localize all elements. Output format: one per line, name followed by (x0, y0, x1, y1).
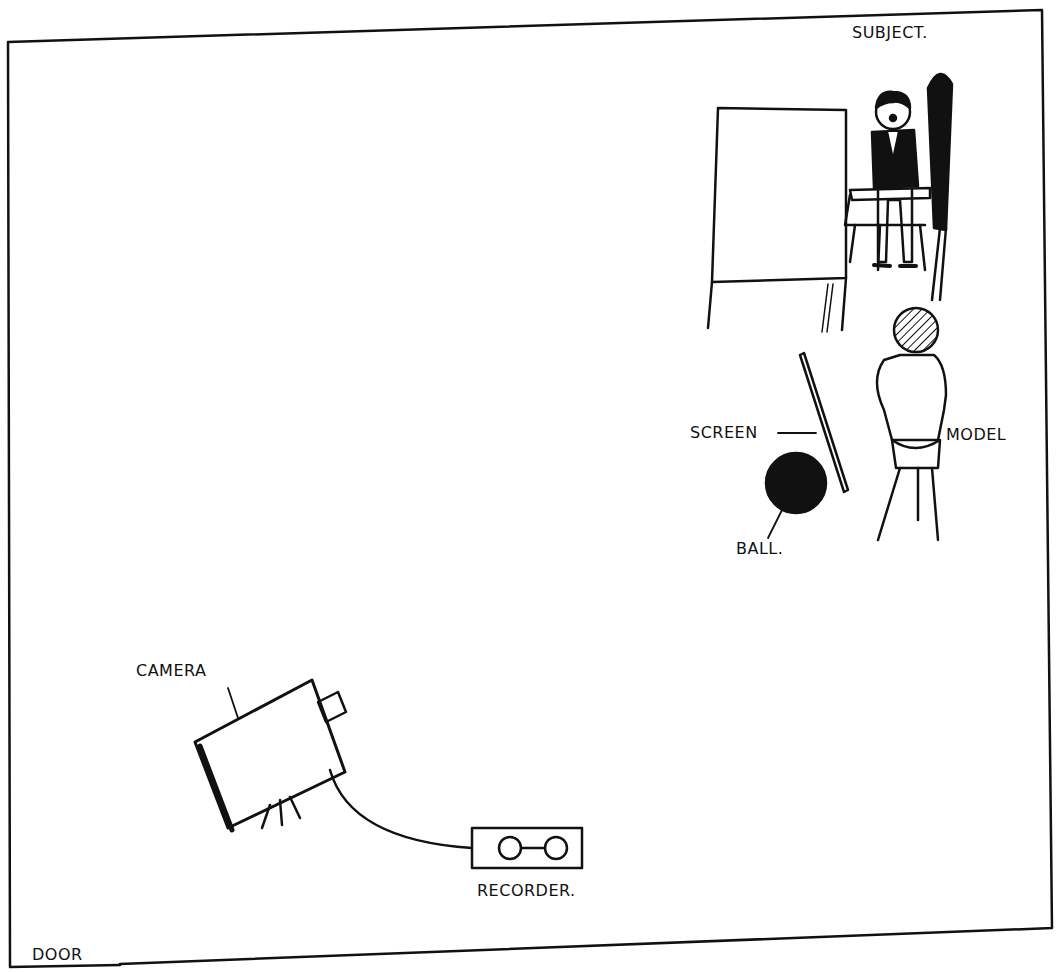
door-line (10, 965, 120, 967)
subject-chair (845, 74, 952, 300)
camera (195, 680, 346, 830)
leader-line (778, 432, 816, 434)
part-label: DOOR (32, 946, 83, 964)
part-label: MODEL (946, 426, 1006, 444)
part-label: RECORDER. (477, 882, 576, 900)
room-wall (8, 10, 1052, 966)
table (708, 108, 846, 332)
leader-line (228, 688, 238, 718)
ball (766, 453, 826, 513)
part-label: SUBJECT. (852, 24, 928, 42)
part-label: CAMERA (136, 662, 206, 680)
model-figure (877, 308, 946, 540)
recorder (472, 828, 582, 868)
leader-line (768, 510, 782, 538)
part-label: BALL. (736, 540, 783, 558)
camera-cable (330, 770, 472, 848)
part-label: SCREEN (690, 424, 758, 442)
subject-figure (872, 92, 918, 266)
